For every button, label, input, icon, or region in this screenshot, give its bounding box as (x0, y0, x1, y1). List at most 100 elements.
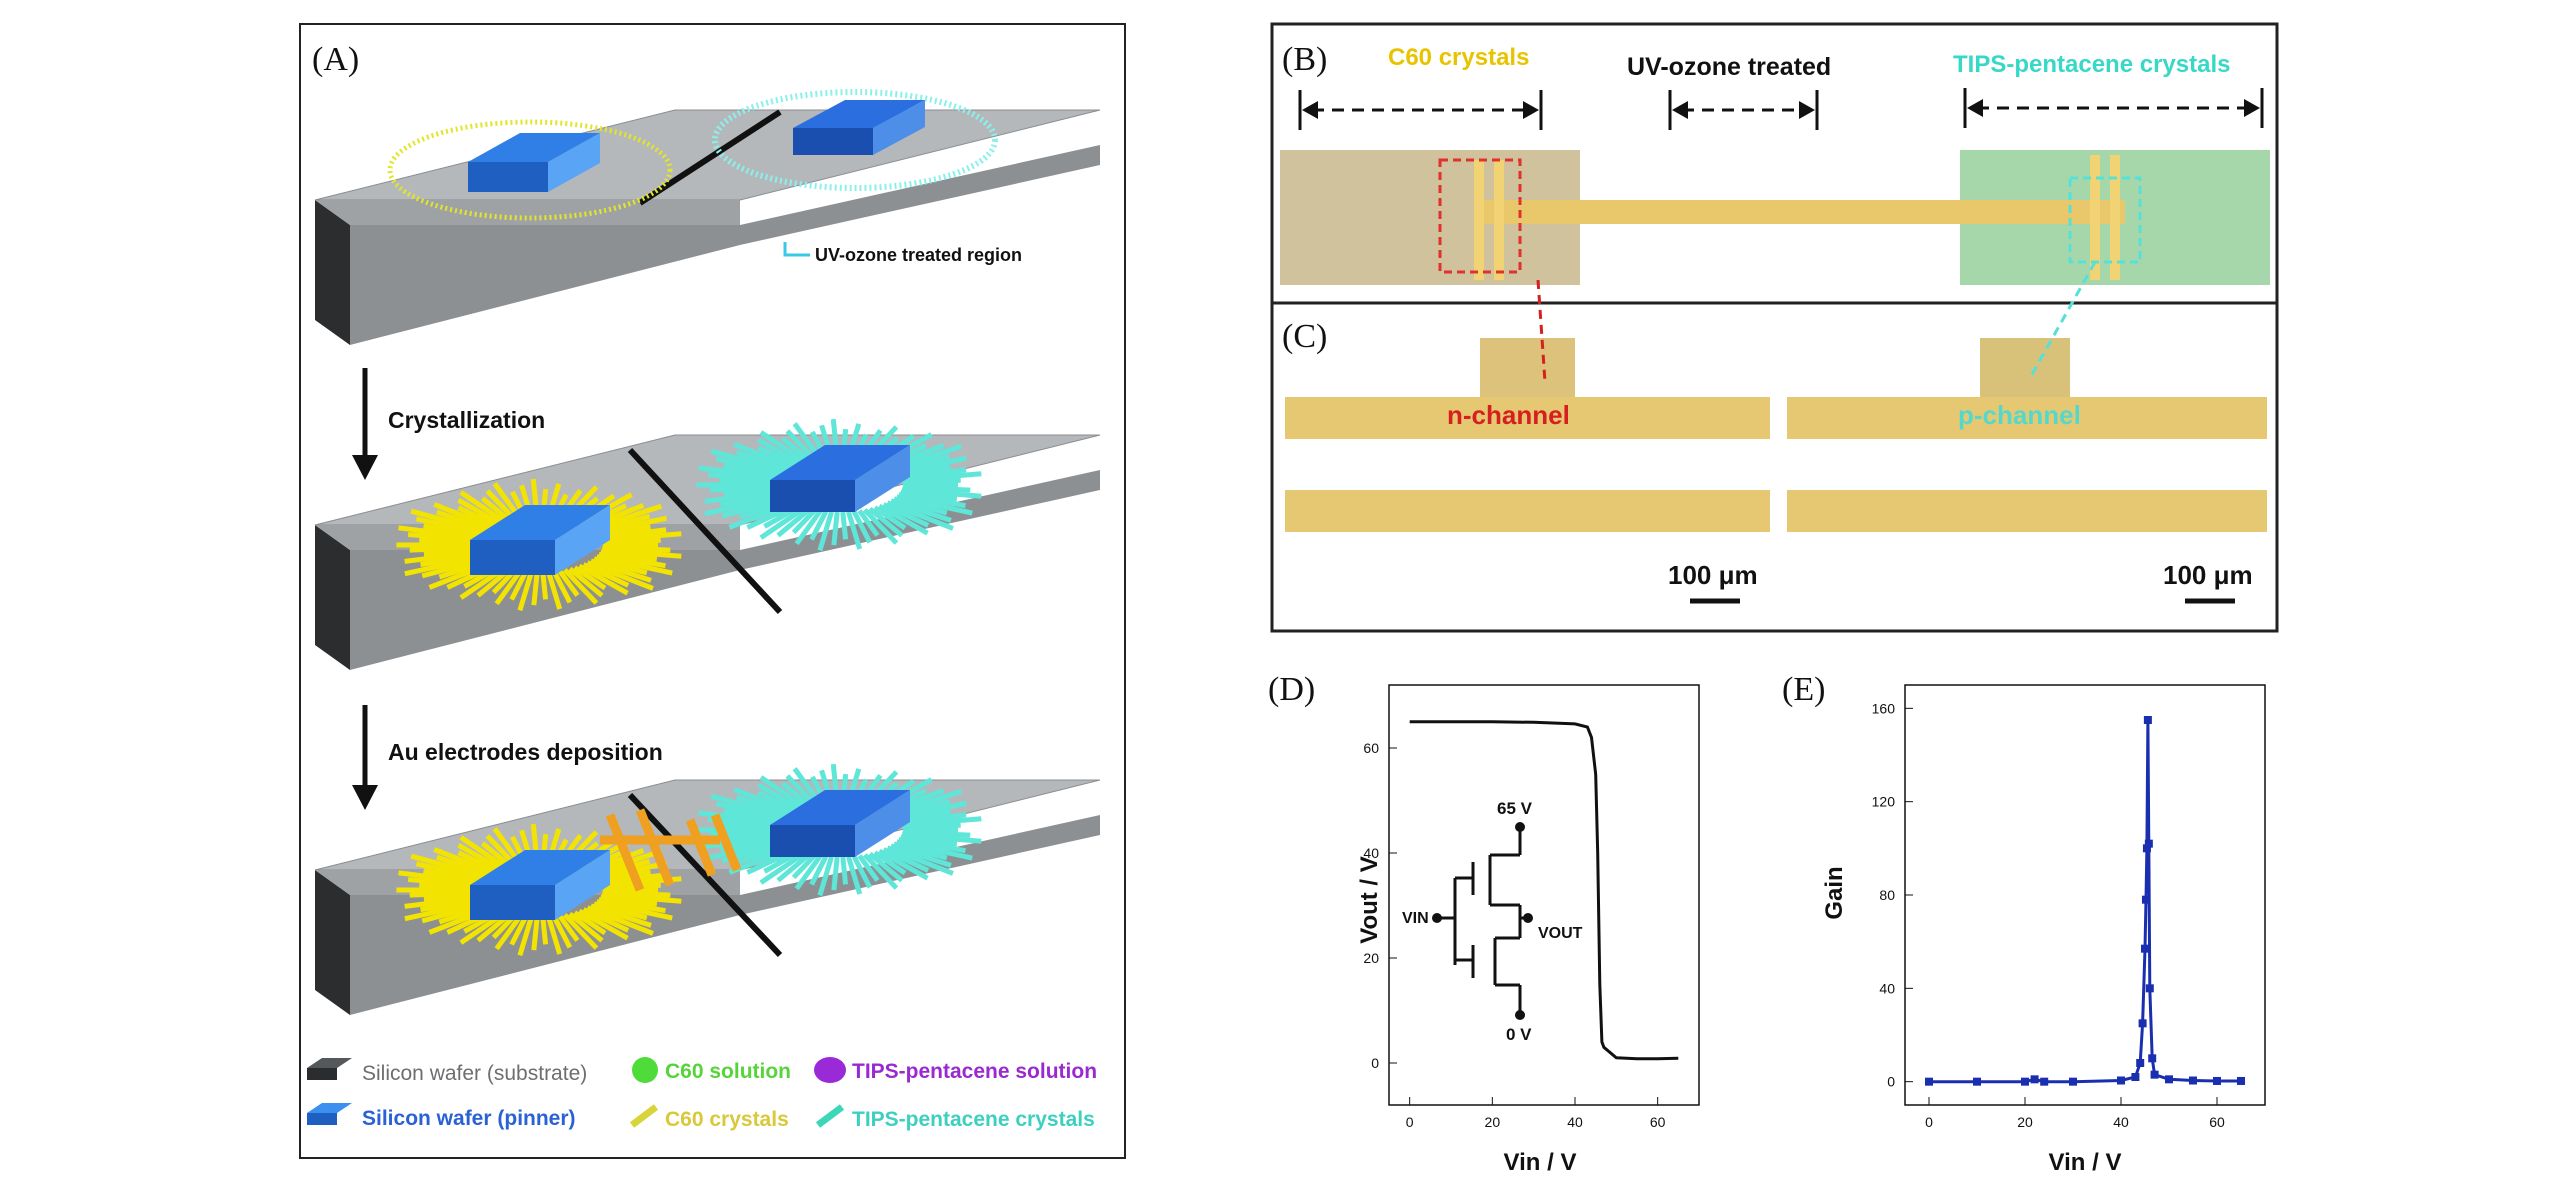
legend-substrate: Silicon wafer (substrate) (307, 1058, 587, 1085)
crystal-needle (540, 916, 549, 945)
crystal-needle (415, 861, 484, 881)
crystal-needle (886, 500, 954, 531)
d-vout-label: VOUT (1538, 925, 1583, 942)
pinner-1a (468, 133, 600, 192)
crystal-needle (540, 571, 549, 600)
stage-1: UV-ozone treated region (314, 89, 1101, 345)
panel-a-title: (A) (312, 41, 359, 78)
x-tick-label: 20 (1485, 1114, 1501, 1130)
c-n-scale: 100 μm (1668, 560, 1758, 590)
crystal-needle (896, 494, 973, 516)
b-dim-c60 (1298, 90, 1543, 130)
e-plot-frame (1904, 684, 2266, 1106)
crystal-needle (494, 914, 523, 951)
gain-point (2150, 1070, 2159, 1079)
bc-link-p (2028, 261, 2097, 379)
crystal-needle (459, 490, 507, 525)
au-electrodes (600, 808, 742, 892)
crystal-needle (878, 503, 929, 536)
c-p-scale: 100 μm (2163, 560, 2253, 590)
crystal-needle (602, 537, 661, 546)
crystal-needle (435, 854, 490, 877)
gain-point (2143, 716, 2152, 724)
crystal-needle (900, 467, 967, 481)
crystal-needle (809, 855, 829, 886)
crystal-needle (509, 915, 529, 946)
d-vout-node (1523, 913, 1533, 923)
crystal-needle (868, 851, 904, 883)
crystal-needle (893, 496, 948, 516)
d-vdd-node (1515, 822, 1525, 832)
crystal-needle (586, 560, 654, 591)
d-gnd-label: 0 V (1506, 1025, 1532, 1044)
crystal-needle (893, 841, 948, 861)
uv-arrow (783, 242, 810, 257)
crystal-needle (776, 851, 812, 883)
legend-pinner-label: Silicon wafer (pinner) (362, 1107, 576, 1130)
panel-bc: (B) C60 crystals UV-ozone treated TIPS-p… (1270, 22, 2279, 633)
crystal-needle (817, 511, 834, 552)
crystal-needle (596, 554, 673, 576)
crystal-needle (709, 484, 778, 493)
crystal-needle (873, 505, 907, 531)
crystal-needle (598, 897, 666, 914)
crystal-needle (557, 569, 580, 597)
crystal-needle (902, 822, 961, 831)
b-electrode-right-2 (2110, 155, 2120, 280)
crystal-needle (831, 511, 840, 546)
d-gnd-node (1515, 1010, 1525, 1020)
arrow-electrodes-head (352, 785, 378, 810)
crystal-needle (890, 843, 952, 868)
crystal-needle (404, 894, 480, 909)
gain-point (2165, 1075, 2173, 1084)
crystal-needle (551, 915, 573, 949)
b-electrode-left-2 (1494, 160, 1504, 280)
x-tick-label: 60 (2209, 1114, 2225, 1130)
gain-point (2021, 1077, 2029, 1086)
crystal-needle (568, 911, 604, 943)
crystal-needle (759, 850, 807, 885)
crystal-needle (407, 532, 479, 543)
crystal-needle (598, 552, 666, 569)
crystal-needle (602, 889, 671, 898)
crystal-needle (459, 835, 507, 870)
crystal-needle (423, 547, 479, 557)
crystal-needle (531, 916, 540, 951)
crystal-needle (590, 558, 652, 583)
crystal-needle (757, 782, 802, 812)
crystal-needle (398, 525, 480, 541)
legend-tips-crystals: TIPS-pentacene crystals (815, 1104, 1095, 1131)
crystal-needle (562, 913, 599, 950)
crystal-needle (715, 801, 784, 821)
c-p-electrode-top (1787, 397, 2267, 439)
crystal-needle (419, 882, 478, 891)
crystal-needle (531, 571, 540, 606)
crystal-needle (433, 847, 494, 875)
c-n-electrode-top (1285, 397, 1770, 439)
crystal-needle (698, 465, 780, 481)
x-tick-label: 0 (1925, 1114, 1933, 1130)
crystal-needle (419, 537, 478, 546)
crystal-needle (791, 508, 818, 535)
crystal-needle (409, 889, 478, 898)
crystal-needle (862, 853, 899, 890)
crystal-needle (704, 489, 780, 504)
crystal-needle (896, 839, 973, 861)
crystal-needle (846, 856, 863, 895)
crystal-needle (809, 510, 829, 541)
crystal-needle (759, 775, 807, 810)
crystal-needle (882, 502, 930, 528)
legend-c60-crystals-label: C60 crystals (665, 1108, 789, 1131)
crystal-needle (602, 882, 661, 891)
stage-3-divider (627, 792, 783, 958)
crystal-needle (710, 793, 787, 819)
crystal-needle (735, 794, 790, 817)
crystal-needle (710, 448, 787, 474)
crystal-needle (840, 511, 849, 540)
crystal-needle (900, 489, 958, 502)
pinner-2a (470, 505, 610, 575)
stage-1-wafer-side (315, 200, 350, 345)
